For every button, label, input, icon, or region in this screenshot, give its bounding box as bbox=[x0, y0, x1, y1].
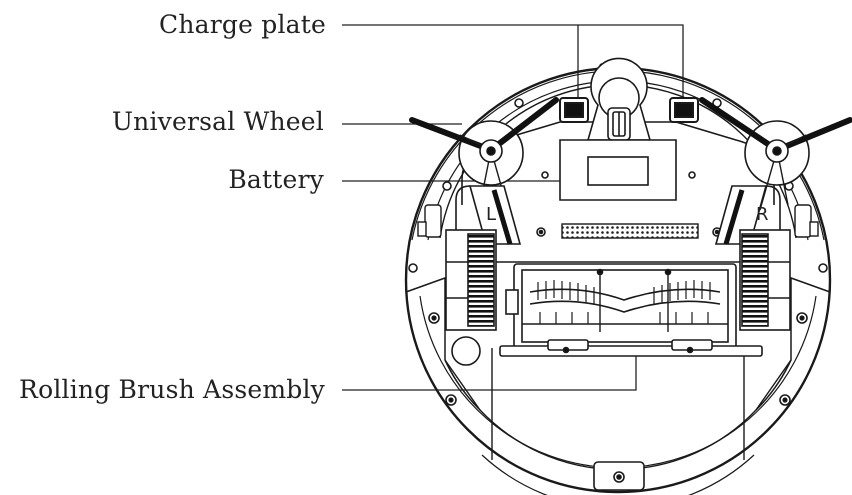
air-vent bbox=[561, 223, 699, 239]
left-mark: L bbox=[486, 204, 496, 225]
callout-rolling-brush: Rolling Brush Assembly bbox=[19, 375, 325, 404]
right-mark: R bbox=[756, 204, 769, 225]
drive-wheels bbox=[445, 229, 791, 331]
rolling-brush bbox=[499, 263, 763, 357]
front-left-ball bbox=[451, 336, 481, 366]
side-brush-hubs bbox=[479, 139, 789, 163]
leader-charge-plate bbox=[342, 24, 684, 98]
callout-universal-wheel: Universal Wheel bbox=[111, 107, 324, 136]
battery-cover bbox=[541, 139, 696, 201]
universal-wheel bbox=[586, 57, 652, 141]
callout-charge-plate: Charge plate bbox=[159, 10, 326, 39]
callout-battery: Battery bbox=[228, 165, 324, 194]
charge-plates bbox=[559, 97, 699, 123]
shell-clips bbox=[417, 204, 819, 238]
front-bumper-contact bbox=[593, 461, 645, 491]
side-brush-arms bbox=[409, 97, 852, 153]
